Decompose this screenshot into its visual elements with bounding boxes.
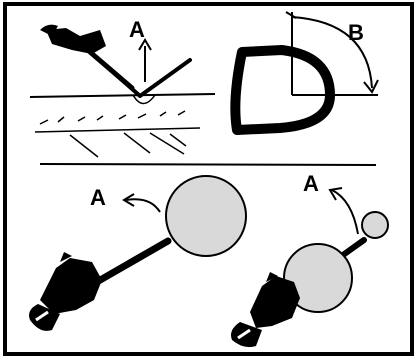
angle-arc: [291, 16, 373, 89]
log-small: [361, 211, 389, 239]
label-a-up: A: [129, 17, 145, 42]
log-large: [165, 175, 247, 257]
up-arrow-icon: [138, 38, 152, 82]
curved-arrow: [331, 189, 359, 235]
ground-hatching: [34, 110, 201, 158]
curved-arrow-head-icon: [328, 187, 343, 201]
label-b: B: [348, 20, 364, 45]
ground-line: [29, 93, 216, 98]
curved-arrow-head-icon: [122, 193, 135, 207]
divider: [39, 163, 377, 166]
top-left-panel: A: [29, 17, 216, 158]
notch-arc: [132, 94, 156, 105]
label-a-bottom-left: A: [90, 185, 106, 210]
diagram-border: [3, 2, 414, 356]
log-medium: [283, 243, 353, 313]
stump-section: [230, 45, 335, 135]
top-right-panel: B: [230, 11, 379, 135]
label-a-bottom-right: A: [303, 171, 319, 196]
angle-arrow-icon: [363, 79, 379, 94]
chainsaw-icon: [40, 24, 135, 91]
chainsaw-icon: [29, 237, 172, 331]
chainsaw-icon: [231, 272, 300, 348]
bottom-right-panel: A: [231, 171, 389, 348]
curved-arrow: [125, 198, 161, 213]
angle-tick: [285, 11, 297, 19]
bottom-left-panel: A: [29, 175, 247, 331]
